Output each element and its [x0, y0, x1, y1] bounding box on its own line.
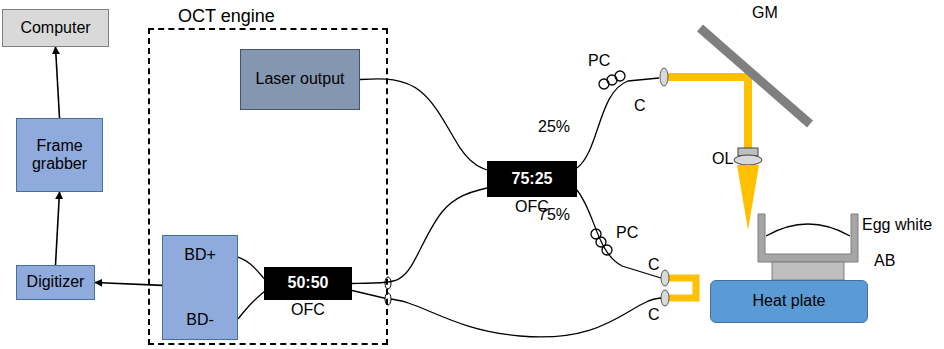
laser-box: Laser output [240, 49, 360, 110]
focused-beam [737, 165, 759, 230]
collimator [660, 68, 668, 86]
coupler-label: OFC [265, 301, 351, 319]
split-ratio: 50:50 [288, 274, 329, 292]
heat-plate: Heat plate [710, 280, 868, 323]
split-ratio: 25% [538, 118, 570, 136]
box-label: BD- [186, 311, 214, 329]
fiber-port [385, 277, 391, 289]
dish-label: AB [874, 252, 895, 270]
group-heading: OCT engine [178, 6, 275, 27]
dish-stand [772, 262, 844, 280]
lens-label: OL [712, 150, 733, 168]
box-label: Frame grabber [17, 137, 102, 174]
digitizer-box: Digitizer [16, 265, 95, 300]
signal-arrow [56, 47, 60, 118]
pc-label: PC [588, 52, 610, 70]
optical-fiber [360, 79, 487, 170]
optical-fiber [352, 188, 487, 284]
light-beam [668, 77, 748, 150]
collimator-label: C [634, 97, 646, 115]
collimator [661, 270, 669, 286]
split-ratio: 75% [538, 206, 570, 224]
pc-loop [602, 245, 612, 255]
reference-mirror-beam [669, 278, 696, 298]
box-label: Computer [20, 19, 90, 37]
collimator-label: C [648, 306, 660, 324]
optical-fiber [238, 292, 264, 319]
fiber-port [385, 293, 391, 305]
fiber [350, 290, 661, 337]
box-label: Laser output [256, 70, 345, 88]
collimator [661, 290, 669, 306]
collimator-label: C [648, 256, 660, 274]
pc-loop [615, 71, 625, 81]
fiber [577, 78, 659, 168]
pc-label: PC [616, 224, 638, 242]
box-label: BD+ [184, 246, 216, 264]
box-label: Digitizer [27, 273, 85, 291]
coupler-box: 50:50OFC [264, 267, 352, 300]
agar-dish [758, 214, 858, 262]
signal-arrow [95, 283, 162, 286]
signal-arrow [56, 192, 60, 265]
computer-box: Computer [2, 9, 109, 47]
egg-white [766, 224, 850, 236]
engine-group: OCT engineLaser outputBD+BD-50:50OFC [148, 28, 388, 345]
galvo-mirror [700, 28, 810, 124]
detector-box: BD+ BD- [162, 235, 238, 340]
coupler-box: 75:25OFC [487, 161, 577, 197]
sample-label: Egg white [862, 216, 932, 234]
mirror-label: GM [752, 4, 778, 22]
fiber [577, 190, 661, 278]
box-label: Heat plate [753, 292, 826, 310]
objective-lens [734, 155, 762, 165]
optical-fiber [238, 257, 264, 279]
grabber-box: Frame grabber [16, 118, 103, 192]
split-ratio: 75:25 [512, 170, 553, 188]
